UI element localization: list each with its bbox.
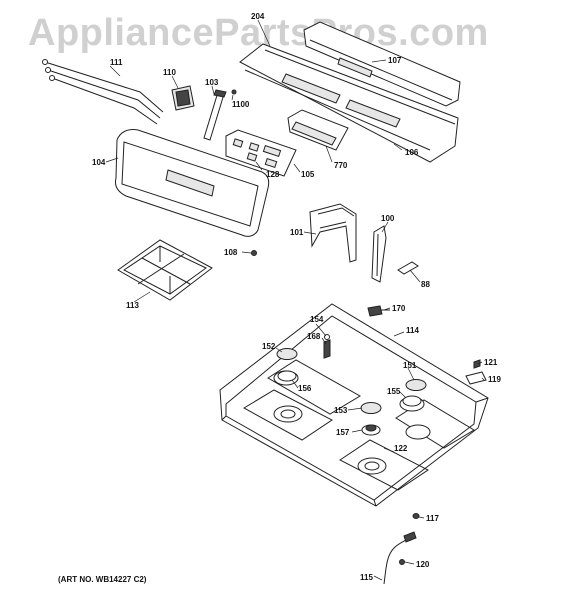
part-105-control-board[interactable] [287,109,349,151]
label-107: 107 [388,56,402,65]
label-114: 114 [406,326,419,335]
part-104-control-panel[interactable] [115,129,270,237]
label-115: 115 [360,573,373,582]
part-155-burner-head[interactable] [402,395,422,407]
burner-well-left-front [242,389,333,441]
label-104: 104 [92,158,106,167]
part-122-clip[interactable] [383,447,395,453]
part-107-trim[interactable] [303,21,461,107]
label-117: 117 [426,514,439,523]
label-100: 100 [381,214,395,223]
burner-well-right-front [339,439,429,491]
art-number: (ART NO. WB14227 C2) [58,575,147,584]
part-120-screw[interactable] [399,559,405,565]
part-111-wire-harness[interactable] [42,59,164,125]
part-106-backguard-panel[interactable] [239,43,459,163]
label-103: 103 [205,78,219,87]
label-156: 156 [298,384,312,393]
label-113: 113 [126,301,139,310]
part-157-burner-head[interactable] [361,424,381,436]
label-88: 88 [421,280,430,289]
label-105: 105 [301,170,315,179]
label-119: 119 [488,375,501,384]
part-108-screw[interactable] [251,250,257,256]
part-128-clock[interactable] [225,129,297,177]
label-152: 152 [262,342,276,351]
label-168: 168 [307,332,321,341]
part-110-switch[interactable] [171,85,195,111]
part-117-screw[interactable] [412,513,420,519]
label-111: 111 [110,58,123,67]
label-108: 108 [224,248,238,257]
label-770: 770 [334,161,348,170]
part-152-burner-cap[interactable] [276,348,298,360]
label-106: 106 [405,148,419,157]
part-153-burner-cap[interactable] [360,402,382,414]
part-100-bracket[interactable] [371,225,387,283]
watermark: AppliancePartsPros.com [28,12,489,54]
label-110: 110 [163,68,176,77]
label-121: 121 [484,358,498,367]
label-1100: 1100 [232,100,250,109]
part-1100-screw[interactable] [231,89,237,95]
part-115-gas-tube[interactable] [383,531,417,585]
label-128: 128 [266,170,280,179]
part-101-bracket[interactable] [309,203,357,263]
label-170: 170 [392,304,406,313]
leader-lines [105,19,485,581]
part-156-burner-head[interactable] [277,370,297,382]
part-121-screw[interactable] [473,359,481,369]
label-151: 151 [403,361,417,370]
part-113-burner-grate[interactable] [117,239,213,301]
label-101: 101 [290,228,304,237]
part-114-cooktop[interactable] [219,303,489,507]
label-122: 122 [394,444,408,453]
label-154: 154 [310,315,324,324]
part-103-bracket[interactable] [203,89,227,141]
part-88-spacer[interactable] [397,261,419,275]
part-168-igniter[interactable] [323,334,331,359]
part-119-bracket[interactable] [465,371,487,385]
label-157: 157 [336,428,350,437]
label-155: 155 [387,387,401,396]
label-153: 153 [334,406,348,415]
part-151-burner-cap[interactable] [405,379,427,391]
part-170-screw[interactable] [367,305,390,317]
label-120: 120 [416,560,430,569]
label-204: 204 [251,12,265,21]
